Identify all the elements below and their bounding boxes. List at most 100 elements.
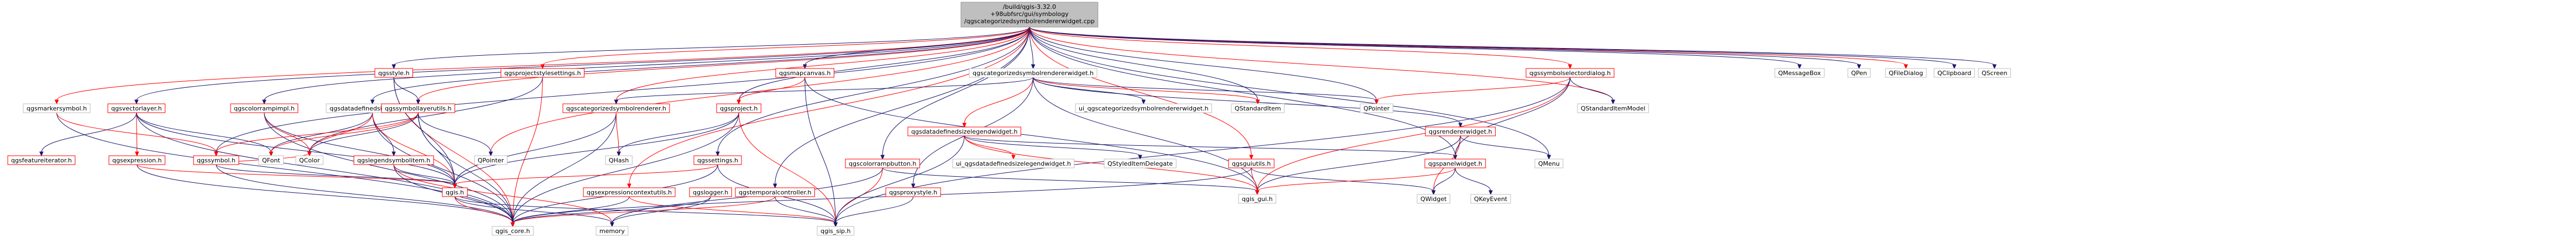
node-qgscolorrampimpl-h[interactable]: qgscolorrampimpl.h <box>230 103 299 113</box>
node-qclipboard[interactable]: QClipboard <box>1934 68 1975 78</box>
node-qgis-h[interactable]: qgis.h <box>442 187 468 197</box>
node-qpen[interactable]: QPen <box>1847 68 1871 78</box>
node-qgsexpression-h[interactable]: qgsexpression.h <box>108 155 165 165</box>
edge-arrowhead <box>1031 64 1036 70</box>
edge-qgsdatadefinedsizelegendwidget-to-qgis-sip <box>833 135 965 228</box>
node-label: qgsguiutils.h <box>1232 160 1271 167</box>
edge-arrowhead <box>54 99 59 105</box>
edge-root-to-qgssymbol <box>214 27 1030 157</box>
edge-arrowhead <box>540 64 545 70</box>
node-label: qgspanelwidget.h <box>1428 160 1482 167</box>
edge-qgsproject-to-qhash <box>616 112 739 157</box>
node-qgsprojectstylesettings-h[interactable]: qgsprojectstylesettings.h <box>500 68 585 78</box>
edge-qgslegendsymbolitem-to-memory <box>393 164 614 228</box>
node-box <box>817 226 854 236</box>
node-label: QScreen <box>1982 70 2008 77</box>
node-box <box>1104 159 1177 168</box>
edge-root-to-qgstemporalcontroller <box>772 27 1030 189</box>
node-qgsproject-h[interactable]: qgsproject.h <box>716 103 761 113</box>
node-qgis-gui-h[interactable]: qgis_gui.h <box>1238 194 1277 204</box>
node-box <box>595 226 629 236</box>
edge-qgssymbolselectordialog-to-qpointer2 <box>1374 77 1571 105</box>
edge-arrowhead <box>880 155 885 160</box>
node-qpointer[interactable]: QPointer <box>1360 103 1393 113</box>
edge-qgssymbolselectordialog-to-qgis-sip <box>833 77 1571 228</box>
node-qpointer[interactable]: QPointer <box>474 155 508 165</box>
node-qgsfeatureiterator-h[interactable]: qgsfeatureiterator.h <box>7 155 76 165</box>
node-qgsexpressioncontextutils-h[interactable]: qgsexpressioncontextutils.h <box>583 187 676 197</box>
node-qgsvectorlayer-h[interactable]: qgsvectorlayer.h <box>107 103 166 113</box>
edge-qgspanelwidget-to-qgis-gui <box>1255 167 1456 196</box>
node-label: qgsproject.h <box>720 105 757 112</box>
edge-arrowhead <box>269 151 274 157</box>
node-qgspanelwidget-h[interactable]: qgspanelwidget.h <box>1424 159 1486 168</box>
node-qgslegendsymbolitem-h[interactable]: qgslegendsymbolitem.h <box>353 155 434 165</box>
edge-qgscategorizedsymbolrendererwidget-to-qstandarditem <box>1033 77 1260 105</box>
node-ui-qgscategorizedsymbolrendererwidget-h[interactable]: ui_qgscategorizedsymbolrendererwidget.h <box>1075 103 1213 113</box>
node-qgssymbollayerutils-h[interactable]: qgssymbollayerutils.h <box>381 103 456 113</box>
node-qgssettings-h[interactable]: qgssettings.h <box>693 155 742 165</box>
edge-qgsmarkersymbol-to-qgssymbol <box>56 112 218 157</box>
node-box <box>492 226 534 236</box>
node-qgsguiutils-h[interactable]: qgsguiutils.h <box>1228 159 1274 168</box>
node-qgscategorizedsymbolrendererwidget-h[interactable]: qgscategorizedsymbolrendererwidget.h <box>969 68 1098 78</box>
edge-qgssymbollayerutils-to-qfont <box>269 112 419 157</box>
node-label: QMessageBox <box>1778 70 1821 77</box>
node-box <box>1934 68 1975 78</box>
node-qstyleditemdelegate[interactable]: QStyledItemDelegate <box>1104 159 1177 168</box>
edge-arrowhead <box>39 151 44 157</box>
edge-arrowhead <box>370 99 375 105</box>
node-qgslogger-h[interactable]: qgslogger.h <box>689 187 732 197</box>
edge-arrowhead <box>1431 190 1436 196</box>
node-label: qgis_core.h <box>495 228 530 235</box>
node-label: qgslegendsymbolitem.h <box>357 157 430 164</box>
node-qmessagebox[interactable]: QMessageBox <box>1774 68 1825 78</box>
node-qgsstyle-h[interactable]: qgsstyle.h <box>374 68 414 78</box>
edge-qgsdatadefinedsizelegendwidget-to-qgspanelwidget <box>964 135 1457 160</box>
node-ui-qgsdatadefinedsizelegendwidget-h[interactable]: ui_qgsdatadefinedsizelegendwidget.h <box>952 159 1075 168</box>
node-label: qgscategorizedsymbolrenderer.h <box>566 105 666 112</box>
node-qhash[interactable]: QHash <box>605 155 633 165</box>
node-qgsrendererwidget-h[interactable]: qgsrendererwidget.h <box>1425 126 1496 136</box>
node-qfont[interactable]: QFont <box>258 155 284 165</box>
edge-root-to-qgsguiutils <box>1029 27 1253 160</box>
node-label: qgsrendererwidget.h <box>1429 128 1492 135</box>
node-layer: /build/qgis-3.32.0+98ubfsrc/gui/symbolog… <box>7 2 2011 236</box>
edge-arrowhead <box>1611 99 1616 105</box>
edge-arrowhead <box>616 151 621 157</box>
node-qwidget[interactable]: QWidget <box>1417 194 1450 204</box>
node-qgsmarkersymbol-h[interactable]: qgsmarkersymbol.h <box>23 103 91 113</box>
node-box <box>374 68 414 78</box>
node-label: QClipboard <box>1937 70 1971 77</box>
node-qgscategorizedsymbolrenderer-h[interactable]: qgscategorizedsymbolrenderer.h <box>562 103 670 113</box>
node-qgssymbolselectordialog-h[interactable]: qgssymbolselectordialog.h <box>1525 68 1614 78</box>
edge-root-to-qgsstyle <box>391 27 1030 70</box>
edge-arrowhead <box>416 99 421 105</box>
edge-qgsmapcanvas-to-qgsproject <box>736 77 806 105</box>
node-qgstemporalcontroller-h[interactable]: qgstemporalcontroller.h <box>735 187 815 197</box>
node-qfiledialog[interactable]: QFileDialog <box>1885 68 1927 78</box>
node-memory[interactable]: memory <box>595 226 629 236</box>
node-qcolor[interactable]: QColor <box>295 155 323 165</box>
node-qgis-core-h[interactable]: qgis_core.h <box>492 226 534 236</box>
node-qstandarditemmodel[interactable]: QStandardItemModel <box>1577 103 1649 113</box>
edge-arrowhead <box>614 99 619 105</box>
node-qgscolorrampbutton-h[interactable]: qgscolorrampbutton.h <box>845 159 920 168</box>
node-box <box>689 187 732 197</box>
node-qmenu[interactable]: QMenu <box>1534 159 1564 168</box>
node-qscreen[interactable]: QScreen <box>1978 68 2011 78</box>
node-qkeyevent[interactable]: QKeyEvent <box>1470 194 1511 204</box>
node-label: qgssymbol.h <box>197 157 236 164</box>
node-qgsproxystyle-h[interactable]: qgsproxystyle.h <box>885 187 941 197</box>
edge-qgssymbollayerutils-to-qpointer1 <box>417 112 493 157</box>
edge-root-to-qgscolorrampbutton <box>880 27 1030 160</box>
edge-arrowhead <box>1857 64 1862 70</box>
node-qstandarditem[interactable]: QStandardItem <box>1231 103 1285 113</box>
node-box <box>1470 194 1511 204</box>
edge-arrowhead <box>1992 64 1997 70</box>
node-qgssymbol-h[interactable]: qgssymbol.h <box>193 155 239 165</box>
edge-qgstemporalcontroller-to-qgis-sip <box>775 196 838 228</box>
node-qgsdatadefinedsizelegendwidget-h[interactable]: qgsdatadefinedsizelegendwidget.h <box>907 126 1021 136</box>
node-qgsmapcanvas-h[interactable]: qgsmapcanvas.h <box>775 68 834 78</box>
node-qgis-sip-h[interactable]: qgis_sip.h <box>817 226 854 236</box>
